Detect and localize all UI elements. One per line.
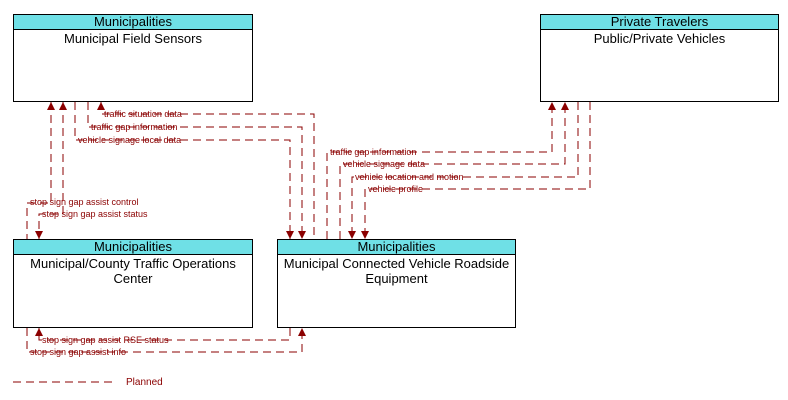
arrowhead	[298, 328, 306, 336]
box-title: Municipal/County Traffic Operations Cent…	[30, 256, 236, 286]
flow-label-stop-sign-gap-assist-info: stop sign gap assist info	[30, 347, 126, 357]
flow-label-vehicle-signage-local-data: vehicle signage local data	[78, 135, 181, 145]
flow-line-traffic-gap-information-vehicles[interactable]	[326, 102, 553, 239]
box-municipal-field-sensors[interactable]: Municipalities Municipal Field Sensors	[13, 14, 253, 102]
flow-line-vehicle-location-and-motion[interactable]	[351, 102, 579, 239]
arrowhead	[361, 231, 369, 239]
box-traffic-operations-center[interactable]: Municipalities Municipal/County Traffic …	[13, 239, 253, 328]
flow-line-traffic-gap-information-sensors[interactable]	[87, 102, 303, 239]
flow-line-vehicle-signage-local-data[interactable]	[74, 102, 291, 239]
flow-label-stop-sign-gap-assist-rse-status: stop sign gap assist RSE status	[42, 335, 169, 345]
flow-line-stop-sign-gap-assist-status[interactable]	[38, 102, 64, 239]
box-public-private-vehicles[interactable]: Private Travelers Public/Private Vehicle…	[540, 14, 779, 102]
arrowhead	[561, 102, 569, 110]
box-category: Municipalities	[278, 240, 515, 255]
arrowhead	[47, 102, 55, 110]
box-title: Municipal Connected Vehicle Roadside Equ…	[283, 256, 510, 286]
flow-label-traffic-gap-information: traffic gap information	[91, 122, 177, 132]
legend-planned-label: Planned	[126, 377, 163, 388]
box-category: Municipalities	[14, 240, 252, 255]
arrowhead	[298, 231, 306, 239]
box-roadside-equipment[interactable]: Municipalities Municipal Connected Vehic…	[277, 239, 516, 328]
flow-label-stop-sign-gap-assist-status: stop sign gap assist status	[42, 209, 148, 219]
flow-line-stop-sign-gap-assist-control[interactable]	[26, 102, 52, 239]
arrowhead	[35, 328, 43, 336]
flow-label-traffic-gap-information: traffic gap information	[330, 147, 416, 157]
arrowhead	[35, 231, 43, 239]
flow-label-vehicle-signage-data: vehicle signage data	[343, 159, 425, 169]
arrowhead	[59, 102, 67, 110]
flow-line-vehicle-profile[interactable]	[364, 102, 591, 239]
arrowhead	[548, 102, 556, 110]
arrowhead	[97, 102, 105, 110]
box-title: Public/Private Vehicles	[593, 31, 726, 46]
box-title: Municipal Field Sensors	[63, 31, 202, 46]
flow-label-vehicle-location-and-motion: vehicle location and motion	[355, 172, 464, 182]
flow-label-stop-sign-gap-assist-control: stop sign gap assist control	[30, 197, 139, 207]
flow-line-stop-sign-gap-assist-rse-status[interactable]	[38, 328, 291, 341]
box-category: Private Travelers	[541, 15, 778, 30]
flow-line-stop-sign-gap-assist-info[interactable]	[26, 328, 303, 353]
flow-label-vehicle-profile: vehicle profile	[368, 184, 423, 194]
flow-label-traffic-situation-data: traffic situation data	[104, 109, 182, 119]
flow-line-vehicle-signage-data[interactable]	[339, 102, 566, 239]
arrowhead	[286, 231, 294, 239]
arrowhead	[348, 231, 356, 239]
box-category: Municipalities	[14, 15, 252, 30]
